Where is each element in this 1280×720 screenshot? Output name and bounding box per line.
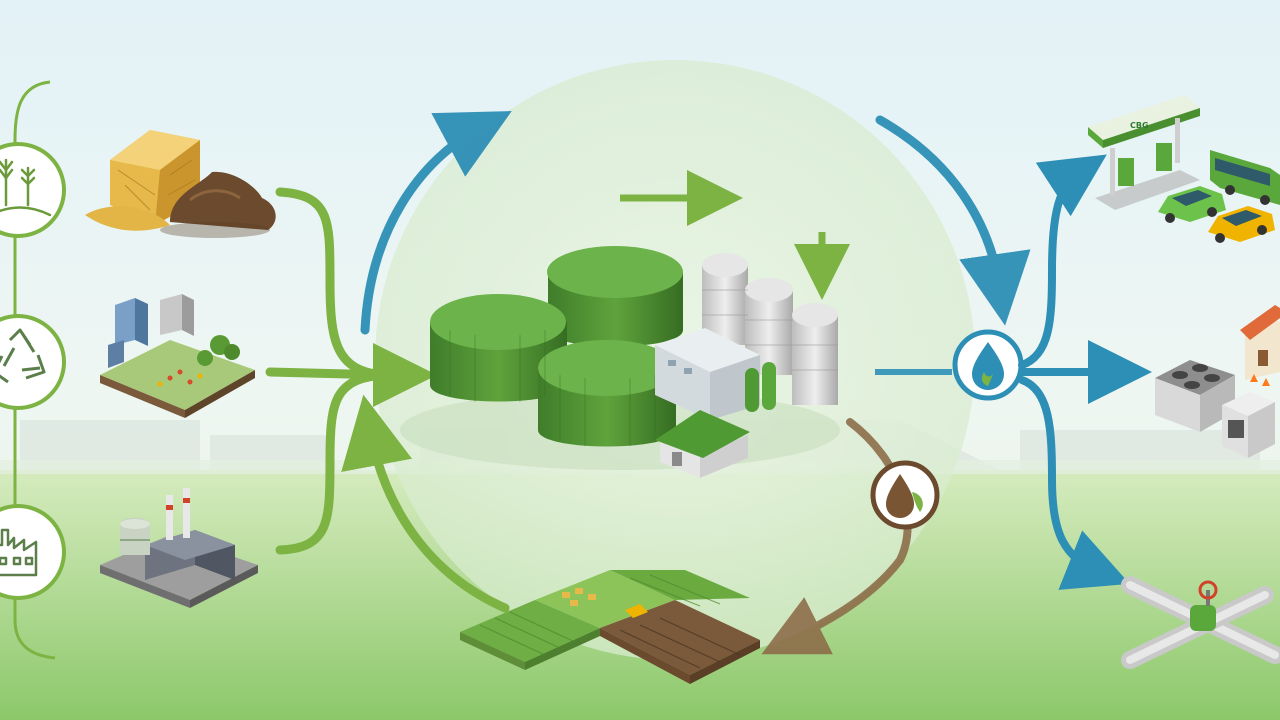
- pipeline-valve-icon: [1121, 576, 1280, 669]
- city-waste-icon: [100, 294, 255, 418]
- crops-icon: [0, 142, 66, 238]
- biogas-plant-icon: [400, 246, 840, 478]
- yellow-car-icon: [1208, 206, 1275, 243]
- gas-drop-icon: [952, 329, 1024, 401]
- station-sign: CBG: [1130, 121, 1149, 130]
- farm-field-icon: [460, 570, 760, 684]
- fuel-station-icon: CBG: [1088, 95, 1200, 210]
- bus-icon: [1210, 150, 1280, 205]
- recycle-icon: [0, 314, 66, 410]
- digestate-drop-icon: [870, 460, 940, 530]
- green-car-icon: [1158, 186, 1226, 223]
- cycle-arrow-top-right: [875, 115, 1031, 326]
- sidebar-bracket: [13, 80, 56, 660]
- house-cooking-icon: [1155, 305, 1280, 458]
- field-return-arrow: [341, 394, 510, 613]
- industrial-plant-icon: [100, 488, 258, 608]
- factory-icon: [0, 504, 66, 600]
- straw-manure-icon: [85, 130, 276, 238]
- biogas-distribution-arrows: [1018, 154, 1152, 590]
- digestate-arrow: [761, 418, 912, 655]
- feedstock-arrows: [265, 187, 437, 555]
- cycle-arrow-top-left: [360, 111, 512, 335]
